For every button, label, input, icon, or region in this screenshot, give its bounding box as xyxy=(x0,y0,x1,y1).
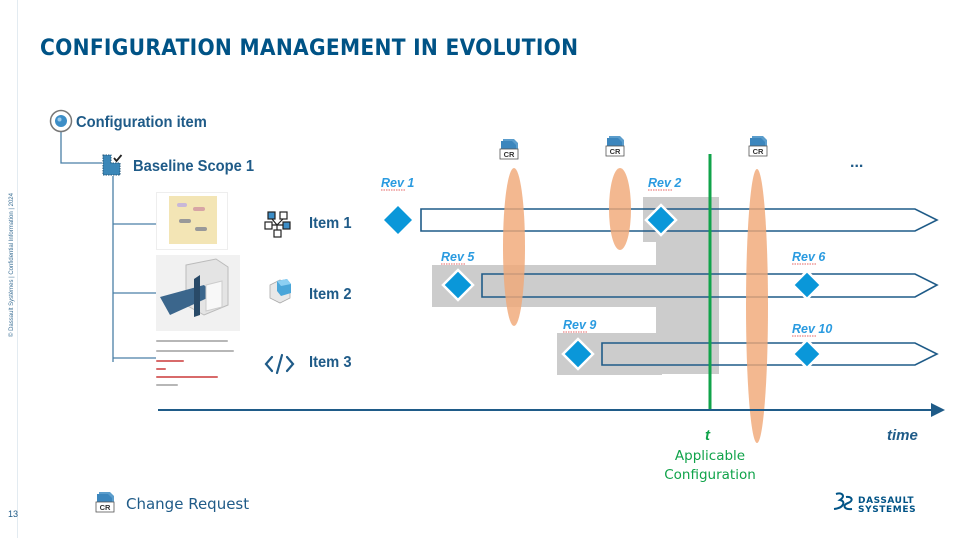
code-icon xyxy=(264,353,295,375)
3d-seat-model-thumbnail xyxy=(156,255,240,331)
logo-line-2: SYSTEMES xyxy=(858,505,917,515)
svg-text:CR: CR xyxy=(100,503,111,512)
rev5-diamond xyxy=(441,268,475,302)
item-lanes xyxy=(420,208,939,366)
change-request-legend-label: Change Request xyxy=(126,495,250,513)
rev6-diamond xyxy=(791,269,823,301)
rev9-diamond xyxy=(561,337,595,371)
configuration-item-icon xyxy=(49,109,73,133)
rev-label: Rev 9 xyxy=(563,318,596,332)
change-request-span-3 xyxy=(746,169,768,443)
change-request-icon: CR xyxy=(605,136,625,157)
rev-label: Rev 10 xyxy=(792,322,832,336)
svg-text:CR: CR xyxy=(753,147,764,156)
tree-connectors xyxy=(60,132,156,362)
rev2-diamond xyxy=(644,203,678,237)
slide-title: CONFIGURATION MANAGEMENT IN EVOLUTION xyxy=(40,36,579,61)
3ds-logo-icon xyxy=(833,492,853,511)
rev10-diamond xyxy=(791,338,823,370)
lane-item2 xyxy=(481,273,939,298)
left-margin-rule xyxy=(17,0,18,538)
lane-item3 xyxy=(601,342,939,366)
change-request-legend-icon: CR xyxy=(95,492,115,513)
configuration-item-label: Configuration item xyxy=(76,114,207,131)
item-3-label: Item 3 xyxy=(309,354,352,371)
svg-text:CR: CR xyxy=(504,150,515,159)
time-axis-arrowhead xyxy=(931,403,945,417)
continuation-ellipsis: ... xyxy=(850,154,863,171)
rev-label: Rev 1 xyxy=(381,176,414,190)
3d-cube-icon xyxy=(269,279,291,304)
change-request-span-1 xyxy=(503,168,525,326)
change-request-icon: CR xyxy=(748,136,768,157)
logo-line-1: DASSAULT xyxy=(858,496,915,506)
network-structure-icon xyxy=(264,211,291,238)
rev-label: Rev 2 xyxy=(648,176,681,190)
rev-label-underlines xyxy=(381,189,817,337)
diagram-thumbnail xyxy=(156,192,228,250)
rev-label: Rev 5 xyxy=(441,250,475,264)
item-1-label: Item 1 xyxy=(309,215,352,232)
rev1-diamond xyxy=(384,206,412,234)
rev-label: Rev 6 xyxy=(792,250,826,264)
revision-diamonds xyxy=(384,203,823,371)
time-axis xyxy=(158,403,945,417)
dassault-systemes-logo: DASSAULT SYSTEMES xyxy=(858,497,916,515)
baseline-scope-label: Baseline Scope 1 xyxy=(133,158,255,175)
root-connector xyxy=(60,132,102,164)
item-2-label: Item 2 xyxy=(309,286,352,303)
svg-text:CR: CR xyxy=(610,147,621,156)
baseline-scope-icon xyxy=(102,154,123,176)
source-code-thumbnail xyxy=(156,335,236,387)
time-axis-label: time xyxy=(887,427,918,444)
change-request-span-2 xyxy=(609,168,631,250)
applicable-configuration-label: Applicable Configuration xyxy=(664,448,756,483)
change-request-spans xyxy=(503,168,768,443)
page-number: 13 xyxy=(8,509,19,519)
t-marker-label: t xyxy=(705,427,710,444)
change-request-icon: CR xyxy=(499,139,519,160)
lane-item1 xyxy=(420,208,939,232)
